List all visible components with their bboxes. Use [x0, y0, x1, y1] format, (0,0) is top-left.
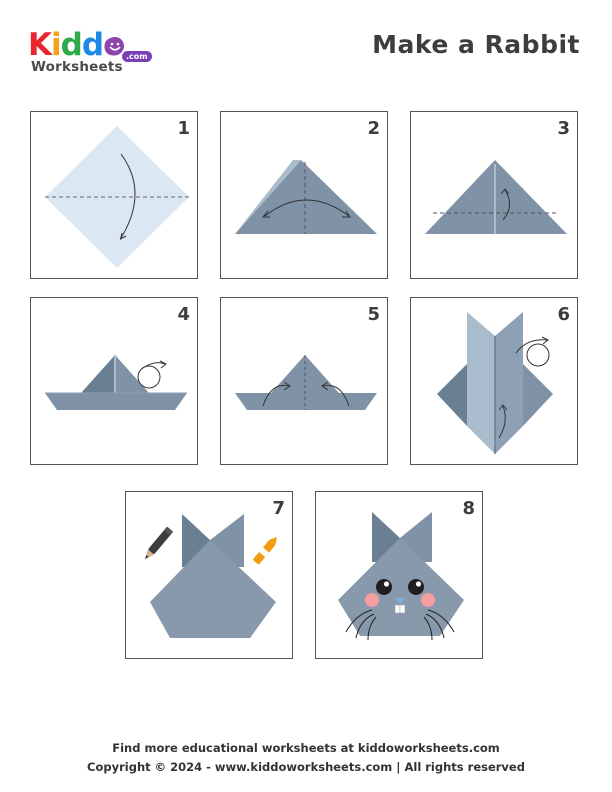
step-panel-5: 5	[220, 297, 388, 465]
logo-com-badge: .com	[122, 51, 152, 62]
kiddo-worksheets-logo: Kiddo .com Worksheets	[28, 28, 158, 78]
logo-worksheets-text: Worksheets	[31, 59, 123, 75]
logo-letter-d1: d	[60, 27, 83, 63]
step-number-6: 6	[557, 304, 570, 325]
step-number-1: 1	[177, 118, 190, 139]
step-panel-1: 1	[30, 111, 198, 279]
footer-line-1: Find more educational worksheets at kidd…	[112, 741, 500, 755]
logo-letter-i: i	[51, 27, 62, 63]
step-number-2: 2	[367, 118, 380, 139]
logo-wordmark: Kiddo	[28, 27, 124, 63]
step-number-7: 7	[272, 498, 285, 519]
step-5-illustration	[235, 355, 377, 410]
step-number-8: 8	[462, 498, 475, 519]
logo-letter-d2: d	[81, 27, 104, 63]
step-8-illustration	[338, 512, 464, 641]
logo-letter-k: K	[28, 27, 52, 63]
step-panel-8: 8	[315, 491, 483, 659]
step-number-3: 3	[557, 118, 570, 139]
smiley-icon	[106, 37, 124, 55]
rabbit-face	[345, 579, 455, 641]
step-6-illustration	[437, 312, 553, 454]
step-panel-6: 6	[410, 297, 578, 465]
step-1-illustration	[45, 126, 189, 268]
step-4-illustration	[45, 355, 187, 410]
step-number-4: 4	[177, 304, 190, 325]
footer-copyright: Copyright © 2024 - www.kiddoworksheets.c…	[87, 760, 525, 774]
step-panel-3: 3	[410, 111, 578, 279]
crayon-icon	[253, 536, 277, 565]
step-panel-7: 7	[125, 491, 293, 659]
step-7-illustration	[145, 514, 277, 638]
pencil-icon	[145, 526, 174, 560]
page-title: Make a Rabbit	[372, 30, 580, 59]
step-2-illustration	[235, 160, 377, 234]
step-number-5: 5	[367, 304, 380, 325]
step-panel-2: 2	[220, 111, 388, 279]
step-panel-4: 4	[30, 297, 198, 465]
step-3-illustration	[425, 160, 567, 234]
